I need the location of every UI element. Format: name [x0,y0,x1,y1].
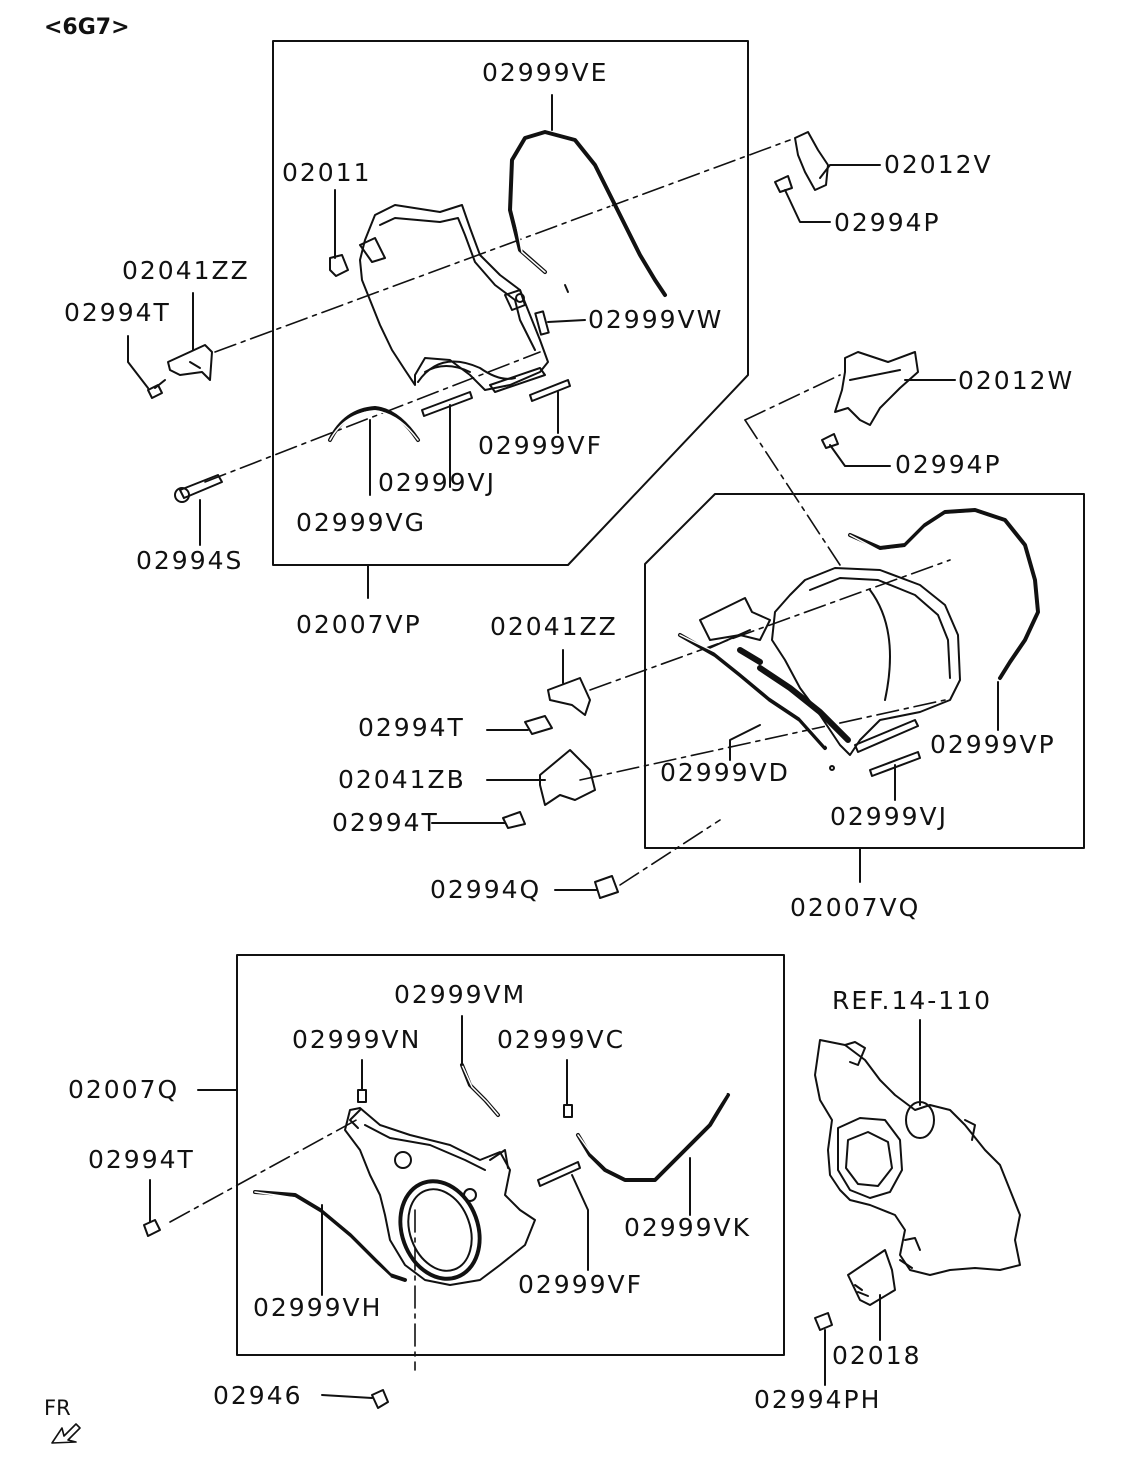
fr-arrow-icon [51,1423,81,1444]
group-frame-02007Q [236,954,785,1356]
label-02994T-mid1: 02994T [358,713,465,742]
group-frame-02007VQ [644,493,1085,849]
label-02999VG: 02999VG [296,508,427,537]
inner-cover-part [344,1107,536,1286]
label-02999VH: 02999VH [253,1293,383,1322]
label-02999VP: 02999VP [930,730,1056,759]
seal-02999VP [848,508,1040,680]
label-02999VF-upper: 02999VF [478,431,604,460]
label-02999VC: 02999VC [497,1025,626,1054]
label-02007VQ: 02007VQ [790,893,921,922]
label-02999VF-lower: 02999VF [518,1270,644,1299]
label-02994T-mid2: 02994T [332,808,439,837]
label-02999VJ-upper: 02999VJ [378,468,497,497]
front-label: FR [44,1396,71,1420]
label-02946: 02946 [213,1381,303,1410]
label-02994P-upper: 02994P [834,208,941,237]
label-ref-14-110: REF.14-110 [832,986,993,1015]
label-02994T-bottom: 02994T [88,1145,195,1174]
label-02999VD: 02999VD [660,758,790,787]
label-02999VK: 02999VK [624,1213,752,1242]
label-02007Q: 02007Q [68,1075,180,1104]
label-02999VN: 02999VN [292,1025,422,1054]
bracket-02012V [794,131,829,191]
label-02011: 02011 [282,158,372,187]
seal-02999VK [576,1093,730,1182]
label-02041ZZ-upper: 02041ZZ [122,256,250,285]
label-02041ZZ-lower: 02041ZZ [490,612,618,641]
group-frame-02007VP [272,40,749,566]
sensor-02018 [847,1249,896,1306]
label-02994Q: 02994Q [430,875,542,904]
label-02012V: 02012V [884,150,993,179]
engine-block [814,1039,1021,1276]
label-02994T-upper: 02994T [64,298,171,327]
label-02041ZB: 02041ZB [338,765,466,794]
label-02999VM: 02999VM [394,980,527,1009]
upper-cover-part [359,204,549,391]
label-02018: 02018 [832,1341,922,1370]
label-02012W: 02012W [958,366,1075,395]
seal-02999VE [508,130,667,297]
label-02994S: 02994S [136,546,244,575]
label-02994P-lower: 02994P [895,450,1002,479]
lower-cover-part [771,567,961,756]
bracket-02012W [834,351,919,426]
label-02999VE: 02999VE [482,58,609,87]
bracket-02041ZZ-upper [167,344,213,381]
label-02994PH: 02994PH [754,1385,882,1414]
label-02999VJ-lower: 02999VJ [830,802,949,831]
label-02999VW: 02999VW [588,305,724,334]
diagram-code: <6G7> [44,15,130,40]
label-02007VP: 02007VP [296,610,422,639]
